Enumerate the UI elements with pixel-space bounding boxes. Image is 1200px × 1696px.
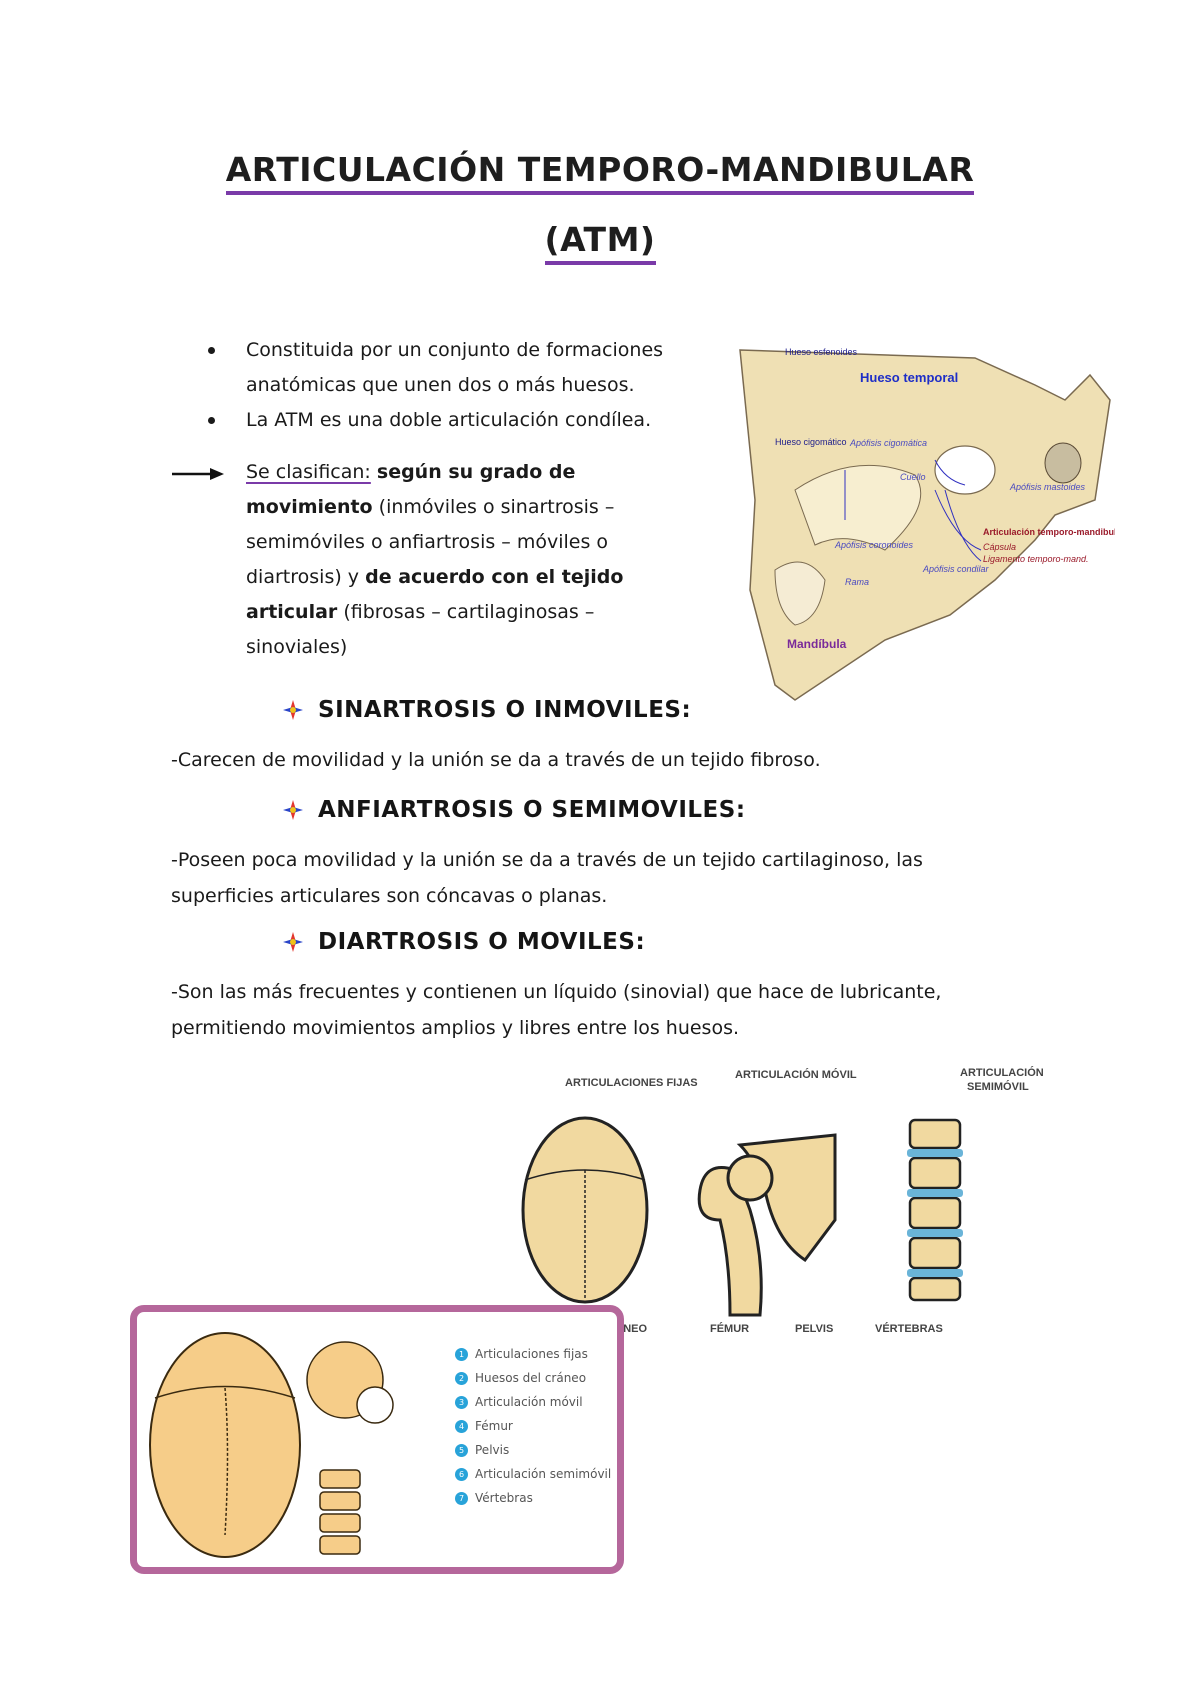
label-hueso-cigomatico: Hueso cigomático [775,437,847,447]
title-line-1: ARTICULACIÓN TEMPORO-MANDIBULAR [225,150,975,195]
legend-number-badge: 5 [455,1444,468,1457]
label-vertebras: VÉRTEBRAS [875,1322,943,1335]
arrow-right-icon [172,468,224,480]
label-femur: FÉMUR [710,1322,749,1335]
legend-number-badge: 1 [455,1348,468,1361]
legend-item: 6 Articulación semimóvil [455,1462,611,1486]
joint-types-illustration: ARTICULACIONES FIJAS ARTICULACIÓN MÓVIL … [521,1066,1044,1335]
section-text: -Carecen de movilidad y la unión se da a… [171,749,821,771]
legend-number-badge: 6 [455,1468,468,1481]
label-articulaciones-fijas: ARTICULACIONES FIJAS [565,1077,698,1089]
legend-list: 1 Articulaciones fijas 2 Huesos del cráneo… [455,1342,611,1510]
legend-number-badge: 4 [455,1420,468,1433]
label-articulacion-movil: ARTICULACIÓN MÓVIL [735,1068,857,1081]
legend-item: 1 Articulaciones fijas [455,1342,611,1366]
legend-item: 2 Huesos del cráneo [455,1366,611,1390]
label-hueso-temporal: Hueso temporal [860,370,958,385]
label-capsula: Cápsula [983,542,1016,552]
label-articulacion-tm: Articulación temporo-mandibular [983,527,1115,537]
label-cuello: Cuello [900,472,926,482]
label-apofisis-coronoides: Apófisis coronoides [834,540,914,550]
classify-text-1: (inmóviles o sinartrosis – semimóviles o… [246,496,615,588]
section-text: -Son las más frecuentes y contienen un l… [171,981,942,1039]
label-pelvis: PELVIS [795,1323,833,1335]
legend-label: Pelvis [475,1443,510,1457]
page-title: ARTICULACIÓN TEMPORO-MANDIBULAR [0,150,1200,195]
legend-label: Articulación semimóvil [475,1467,612,1481]
section-heading: ANFIARTROSIS O SEMIMOVILES: [318,797,746,823]
legend-label: Huesos del cráneo [475,1371,587,1385]
label-rama: Rama [845,577,869,587]
legend-label: Vértebras [475,1491,533,1505]
label-mandibula: Mandíbula [787,637,847,651]
section-heading: DIARTROSIS O MOVILES: [318,929,646,955]
label-articulacion-semimovil-1: ARTICULACIÓN [960,1066,1044,1079]
bullet-star-icon [283,800,303,820]
section-heading: SINARTROSIS O INMOVILES: [318,697,692,723]
intro-bullets: Constituida por un conjunto de formacion… [196,333,696,438]
label-articulacion-semimovil-2: SEMIMÓVIL [967,1080,1029,1093]
legend-number-badge: 3 [455,1396,468,1409]
classify-text-2: (fibrosas – cartilaginosas – sinoviales) [246,601,595,658]
bullet-text: Constituida por un conjunto de formacion… [246,339,664,396]
bullet-item: La ATM es una doble articulación condíle… [196,403,696,438]
page-subtitle: (ATM) [0,220,1200,265]
label-apofisis-mastoides: Apófisis mastoides [1009,482,1086,492]
legend-item: 5 Pelvis [455,1438,611,1462]
legend-box: 1 Articulaciones fijas 2 Huesos del cráneo… [130,1305,624,1574]
legend-item: 3 Articulación móvil [455,1390,611,1414]
bullet-star-icon [283,932,303,952]
legend-item: 4 Fémur [455,1414,611,1438]
classify-bold-2: de acuerdo con el tejido articular [246,566,624,623]
classify-bold-1: según su grado de movimiento [246,461,576,518]
tmj-skull-illustration: Hueso esfenoides Hueso temporal Hueso ci… [739,347,1115,701]
vertebrae-stack [908,1118,962,1302]
bullet-text: La ATM es una doble articulación condíle… [246,409,652,431]
classification-paragraph: Se clasifican: según su grado de movimie… [246,455,696,665]
bullet-dot-icon [208,347,215,354]
legend-box-illustration [149,1332,394,1558]
bullet-star-icon [283,700,303,720]
femur-shape [697,1166,763,1317]
legend-label: Articulaciones fijas [475,1347,588,1361]
title-line-2: (ATM) [544,220,656,265]
bullet-dot-icon [208,417,215,424]
label-ligamento: Ligamento temporo-mand. [983,554,1089,564]
label-apofisis-condilar: Apófisis condilar [922,564,990,574]
label-apofisis-cigomatica: Apófisis cigomática [849,438,927,448]
legend-item: 7 Vértebras [455,1486,611,1510]
legend-label: Fémur [475,1419,513,1433]
legend-label: Articulación móvil [475,1395,583,1409]
legend-number-badge: 2 [455,1372,468,1385]
section-text: -Poseen poca movilidad y la unión se da … [171,849,923,907]
classify-label: Se clasifican: [246,461,371,483]
label-hueso-esfenoides: Hueso esfenoides [785,347,858,357]
bullet-item: Constituida por un conjunto de formacion… [196,333,696,403]
legend-number-badge: 7 [455,1492,468,1505]
